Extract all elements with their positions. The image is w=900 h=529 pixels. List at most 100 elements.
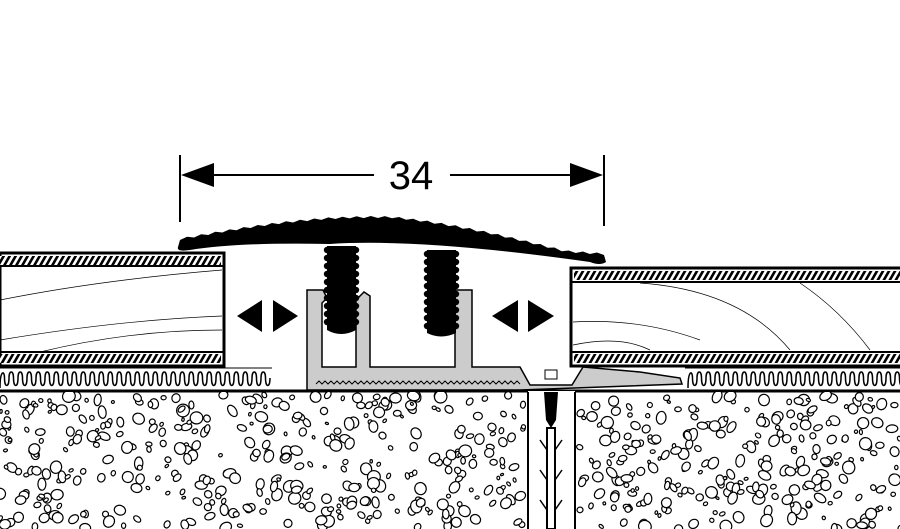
pebble [610, 504, 617, 512]
pebble [278, 400, 290, 411]
pebble [116, 416, 125, 428]
pebble [387, 445, 394, 451]
pebble [457, 453, 462, 458]
pebble [392, 409, 402, 417]
pebble [577, 477, 587, 488]
pebble [876, 397, 888, 411]
pebble [771, 492, 779, 501]
pebble [359, 496, 370, 506]
pebble [121, 470, 134, 484]
pebble [647, 434, 653, 440]
pebble [327, 506, 335, 513]
pebble [364, 401, 374, 410]
pebble [508, 463, 520, 472]
base-profile [306, 289, 684, 391]
pebble [180, 519, 190, 529]
pebble [242, 503, 253, 513]
underlay-right [685, 367, 900, 389]
pebble [363, 413, 369, 419]
pebble [337, 513, 344, 521]
pebble [776, 429, 784, 438]
pebble [453, 466, 462, 475]
pebble [694, 445, 702, 453]
pebble [43, 504, 52, 514]
pebble [617, 454, 628, 463]
pebble [609, 492, 620, 503]
pebble [7, 437, 13, 443]
floor-board-left [0, 251, 226, 368]
pebble [55, 404, 68, 416]
pebble [100, 422, 107, 430]
pebble [760, 460, 773, 472]
pebble [62, 447, 69, 453]
pebble [307, 461, 314, 468]
pebble [47, 398, 52, 404]
pebble [511, 413, 517, 420]
pebble [181, 417, 185, 422]
arrow-left-icon [237, 300, 262, 332]
pebble [78, 414, 88, 424]
pebble [795, 455, 806, 468]
pebble [2, 448, 9, 453]
pebble [838, 473, 849, 484]
pebble [357, 511, 366, 520]
pebble [97, 405, 107, 419]
pebble [110, 399, 115, 405]
pebble [877, 505, 884, 512]
pebble [707, 456, 720, 470]
pebble [599, 434, 613, 447]
pebble [820, 479, 832, 492]
pebble [171, 393, 181, 404]
pebble [503, 392, 513, 400]
pebble [14, 495, 27, 505]
pebble [188, 400, 195, 410]
pebble [132, 412, 145, 425]
pebble [79, 522, 92, 529]
pebble [283, 518, 293, 529]
pebble [321, 493, 332, 505]
pebble [191, 440, 202, 451]
pebble [514, 490, 527, 502]
pebble [454, 475, 464, 483]
pebble [101, 510, 110, 518]
pebble [110, 469, 117, 477]
pebble [177, 405, 186, 413]
pebble [581, 415, 587, 421]
cover-cap-profile [177, 216, 606, 337]
pebble [507, 432, 516, 443]
pebble [323, 392, 332, 400]
pebble [519, 400, 527, 409]
pebble [456, 424, 466, 434]
pebble [841, 460, 856, 475]
pebble [704, 486, 719, 499]
pebble [591, 460, 601, 470]
pebble [263, 404, 268, 410]
pebble [481, 395, 489, 402]
pebble [893, 464, 899, 471]
pebble [298, 502, 305, 509]
pebble [590, 400, 601, 411]
pebble [722, 475, 728, 481]
pebble [468, 487, 474, 493]
pebble [868, 520, 876, 529]
pebble [181, 495, 187, 500]
pebble [751, 481, 760, 493]
pebble [624, 505, 632, 513]
pebble [0, 518, 11, 529]
pebble [875, 441, 885, 450]
pebble [72, 433, 83, 445]
pebble [93, 393, 102, 407]
pebble [14, 467, 23, 476]
pebble [636, 466, 646, 477]
pebble [474, 433, 485, 445]
screw-anchor [527, 391, 576, 529]
pebble [351, 392, 364, 404]
pebble [165, 490, 171, 496]
pebble [12, 511, 25, 523]
pebble [660, 497, 672, 509]
pebble [204, 511, 216, 521]
screed-substrate [0, 389, 900, 529]
pebble [631, 439, 641, 449]
pebble [370, 487, 377, 494]
